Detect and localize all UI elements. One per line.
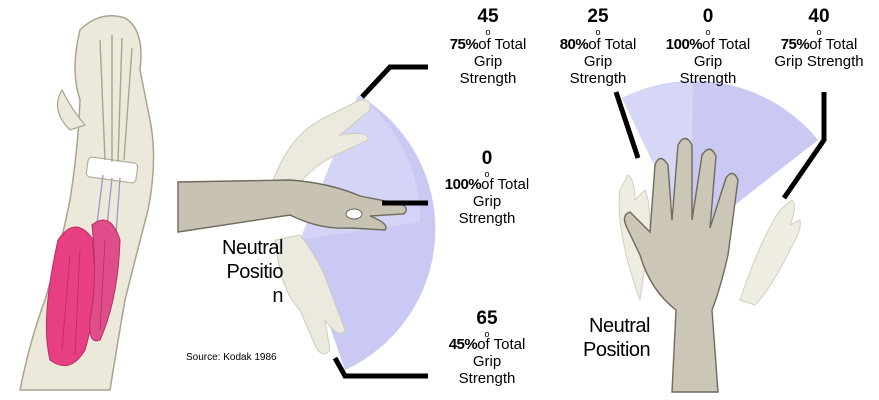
angle-value: 40: [808, 8, 829, 26]
angle-value: 0: [703, 8, 714, 26]
percent-value: 45%: [449, 336, 478, 353]
angle-value: 65: [476, 310, 497, 328]
percent-value: 75%: [450, 36, 479, 53]
percent-value: 100%: [445, 176, 481, 193]
neutral-line: Neutral: [222, 237, 283, 259]
label-line: Strength: [460, 70, 517, 87]
label-extension-45: 45 75%of Total Grip Strength: [428, 8, 548, 87]
label-line: Grip: [473, 193, 501, 210]
angle-value: 45: [477, 8, 498, 26]
percent-value: 100%: [666, 36, 702, 53]
label-neutral-0: 0 100%of Total Grip Strength: [427, 150, 547, 227]
angle-value: 0: [482, 150, 493, 168]
neutral-line: Position: [583, 339, 650, 361]
source-caption: Source: Kodak 1986: [186, 352, 277, 363]
percent-value: 80%: [560, 36, 589, 53]
leader-line-top: [362, 67, 428, 97]
label-line: Strength: [570, 70, 627, 87]
label-line: Strength: [459, 370, 516, 387]
label-line: Grip: [584, 53, 612, 70]
label-line: Grip: [694, 53, 722, 70]
label-deviation-neutral-0: 0 100%of Total Grip Strength: [650, 8, 766, 87]
label-line: Grip: [473, 353, 501, 370]
forearm-anatomy-illustration: [20, 16, 154, 390]
percent-value: 75%: [781, 36, 810, 53]
label-radial-25: 25 80%of Total Grip Strength: [546, 8, 650, 87]
label-flexion-65: 65 45%of Total Grip Strength: [427, 310, 547, 387]
neutral-position-label-left: Neutral Positio n: [203, 236, 283, 308]
wrist-flexion-diagram: [178, 67, 435, 376]
label-line: Strength: [680, 70, 737, 87]
neutral-position-label-right: Neutral Position: [583, 314, 650, 362]
angle-value: 25: [587, 8, 608, 26]
neutral-line: n: [272, 285, 283, 307]
label-line: Strength: [459, 210, 516, 227]
label-line: Grip Strength: [774, 53, 863, 70]
neutral-line: Positio: [226, 261, 283, 283]
label-ulnar-40: 40 75%of Total Grip Strength: [762, 8, 876, 70]
neutral-line: Neutral: [583, 315, 650, 337]
label-line: Grip: [474, 53, 502, 70]
